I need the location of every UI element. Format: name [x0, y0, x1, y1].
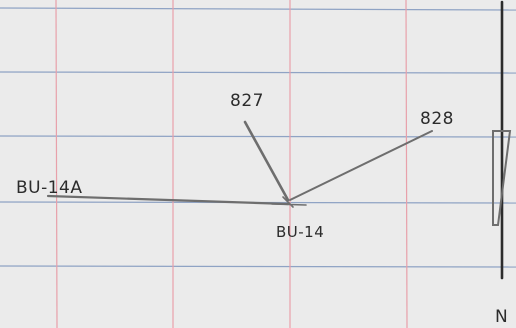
- ruled-line: [0, 71, 516, 74]
- ruled-line: [0, 265, 516, 268]
- ruled-lines: [0, 7, 516, 268]
- label-828: 828: [420, 109, 454, 129]
- label-bu-14a: BU-14A: [16, 178, 83, 198]
- label-north: N: [495, 307, 508, 327]
- label-bu-14: BU-14: [276, 223, 324, 241]
- north-arrow-head-icon: [492, 130, 512, 226]
- line-to-828: [289, 130, 433, 201]
- north-arrow: N: [492, 0, 512, 327]
- label-827: 827: [230, 91, 264, 111]
- survey-lines: [46, 120, 433, 208]
- margin-lines: [55, 0, 408, 328]
- ruled-line: [0, 7, 516, 11]
- ruled-line: [0, 135, 516, 138]
- margin-line: [405, 0, 408, 328]
- line-to-827: [243, 120, 290, 202]
- line-to-bu-14a: [46, 194, 290, 206]
- bu-14-station-mark: [271, 196, 307, 208]
- margin-line: [55, 0, 58, 328]
